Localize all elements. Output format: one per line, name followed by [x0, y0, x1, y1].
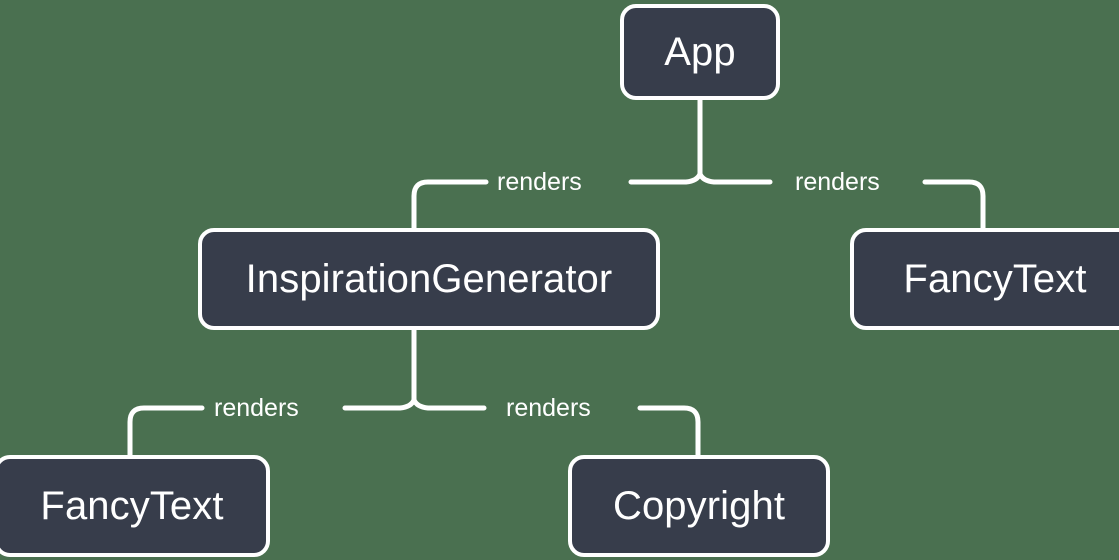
- node-inspiration-generator[interactable]: InspirationGenerator: [198, 228, 660, 330]
- edge-label-inspirationgenerator-to-fancytext-bottom: renders: [214, 394, 299, 422]
- node-inspiration-generator-label: InspirationGenerator: [245, 256, 613, 301]
- node-fancy-text-right[interactable]: FancyText: [850, 228, 1119, 330]
- node-fancy-text-bottom-label: FancyText: [40, 483, 224, 528]
- node-copyright-label: Copyright: [612, 483, 786, 528]
- node-fancy-text-right-label: FancyText: [903, 256, 1087, 301]
- node-app-label: App: [664, 29, 736, 74]
- node-copyright[interactable]: Copyright: [568, 455, 830, 557]
- edge-label-app-to-fancytext-right: renders: [795, 168, 880, 196]
- edge-label-app-to-inspirationgenerator: renders: [497, 168, 582, 196]
- node-fancy-text-bottom[interactable]: FancyText: [0, 455, 270, 557]
- node-app[interactable]: App: [620, 4, 780, 100]
- edge-label-inspirationgenerator-to-copyright: renders: [506, 394, 591, 422]
